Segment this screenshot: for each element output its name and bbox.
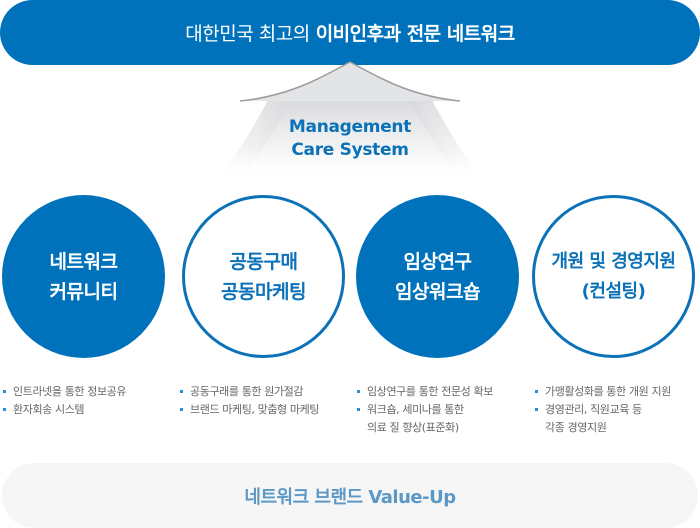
header-title-regular: 대한민국 최고의 (185, 23, 310, 45)
bullet-item: 공동구래를 통한 원가절감 (180, 383, 319, 401)
bullet-item: 브랜드 마케팅, 맞춤형 마케팅 (180, 401, 319, 419)
header-banner: 대한민국 최고의 이비인후과 전문 네트워크 (0, 0, 700, 65)
pillar-title-line-2: 커뮤니티 (49, 280, 118, 303)
pillar-title-line-1: 공동구매 (229, 250, 298, 273)
pillar-group-purchasing-marketing: 공동구매 공동마케팅 (182, 195, 345, 358)
management-care-system-label: Management Care System (250, 116, 450, 162)
footer-label: 네트워크 브랜드 Value-Up (244, 486, 456, 508)
footer-banner: 네트워크 브랜드 Value-Up (2, 463, 698, 528)
pillar-title-line-1: 개원 및 경영지원 (551, 250, 676, 272)
bullet-marker-icon (3, 390, 6, 393)
pillar-title-line-2: 공동마케팅 (221, 280, 306, 303)
bullet-item: 인트라넷을 통한 정보공유 (3, 383, 127, 401)
pillar-title-line-1: 네트워크 (49, 250, 118, 273)
upward-arrow-graphic (210, 61, 490, 180)
arrow-head (240, 62, 460, 101)
bullet-marker-icon (357, 390, 360, 393)
bullet-marker-icon (535, 390, 538, 393)
bullet-marker-icon (357, 408, 360, 411)
header-title-bold: 이비인후과 전문 네트워크 (315, 23, 516, 45)
pillar-1-bullets: 인트라넷을 통한 정보공유 환자회송 시스템 (3, 383, 127, 419)
mcs-line-1: Management (288, 117, 412, 137)
pillar-network-community: 네트워크 커뮤니티 (2, 195, 165, 358)
pillar-2-bullets: 공동구래를 통한 원가절감 브랜드 마케팅, 맞춤형 마케팅 (180, 383, 319, 419)
pillar-title-line-2: 임상워크숍 (395, 280, 480, 303)
bullet-marker-icon (535, 408, 538, 411)
bullet-item: 가맹활성화를 통한 개원 지원 (535, 383, 671, 401)
bullet-marker-icon (180, 390, 183, 393)
pillar-clinical-research: 임상연구 임상워크숍 (356, 195, 519, 358)
bullet-item: 환자회송 시스템 (3, 401, 126, 419)
bullet-marker-icon (180, 408, 183, 411)
bullet-item: 임상연구를 통한 전문성 확보 (357, 383, 493, 401)
pillar-title-line-1: 임상연구 (403, 250, 472, 273)
pillar-title-line-2: (컨설팅) (581, 280, 646, 302)
bullet-marker-icon (3, 408, 6, 411)
pillar-opening-management-support: 개원 및 경영지원 (컨설팅) (532, 195, 695, 358)
mcs-line-2: Care System (291, 140, 409, 160)
